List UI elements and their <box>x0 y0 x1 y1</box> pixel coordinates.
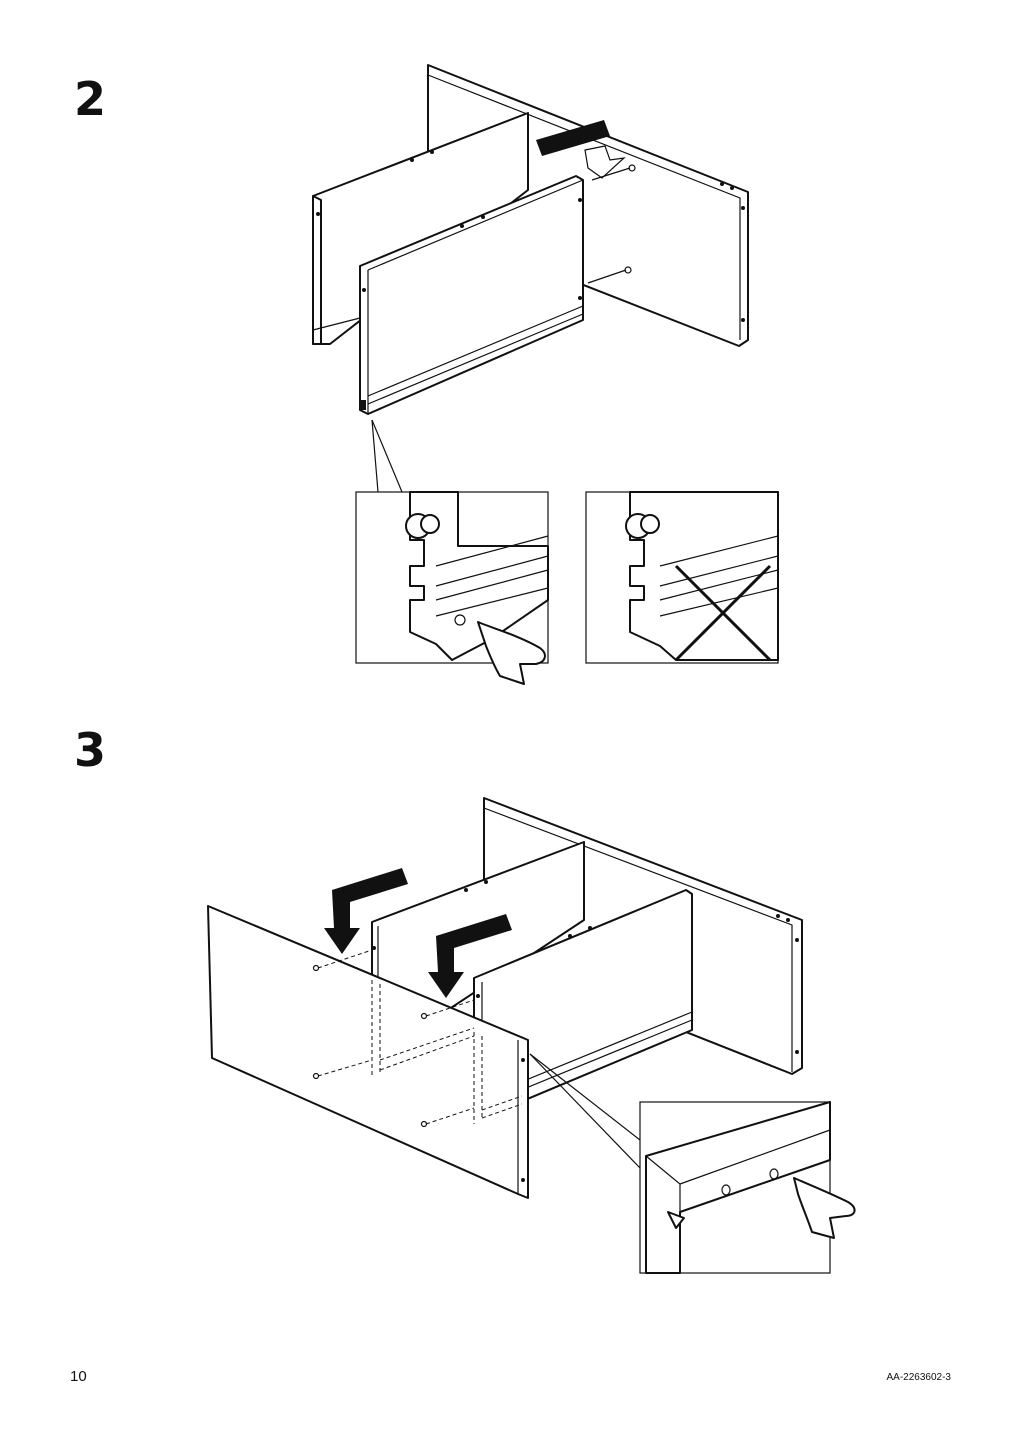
step-3-illustration <box>207 797 856 1274</box>
down-arrow-outline-icon <box>584 145 626 179</box>
step-3-number: 3 <box>74 723 107 777</box>
detail-front-panel-holes <box>639 1101 856 1274</box>
step-2-illustration <box>312 64 779 685</box>
dowel-guide-line <box>591 167 631 181</box>
pointing-hand-icon <box>793 1177 856 1239</box>
front-panel <box>207 905 529 1199</box>
down-arrow-icon <box>428 914 512 998</box>
step-2-number: 2 <box>74 72 107 126</box>
push-arrow-icon <box>536 120 610 156</box>
down-arrow-icon <box>324 868 408 954</box>
dowel-guide-lines <box>312 949 523 1128</box>
pointing-hand-icon <box>477 621 546 685</box>
document-code: AA-2263602-3 <box>886 1372 952 1383</box>
page-number: 10 <box>70 1368 87 1385</box>
detail-correct-orientation <box>355 491 549 685</box>
dowel-hole-icon <box>628 164 636 172</box>
divider-panel <box>359 175 584 415</box>
dowel-hole-icon <box>624 266 632 274</box>
detail-wrong-orientation <box>585 491 779 664</box>
dowel-guide-line <box>587 269 627 284</box>
